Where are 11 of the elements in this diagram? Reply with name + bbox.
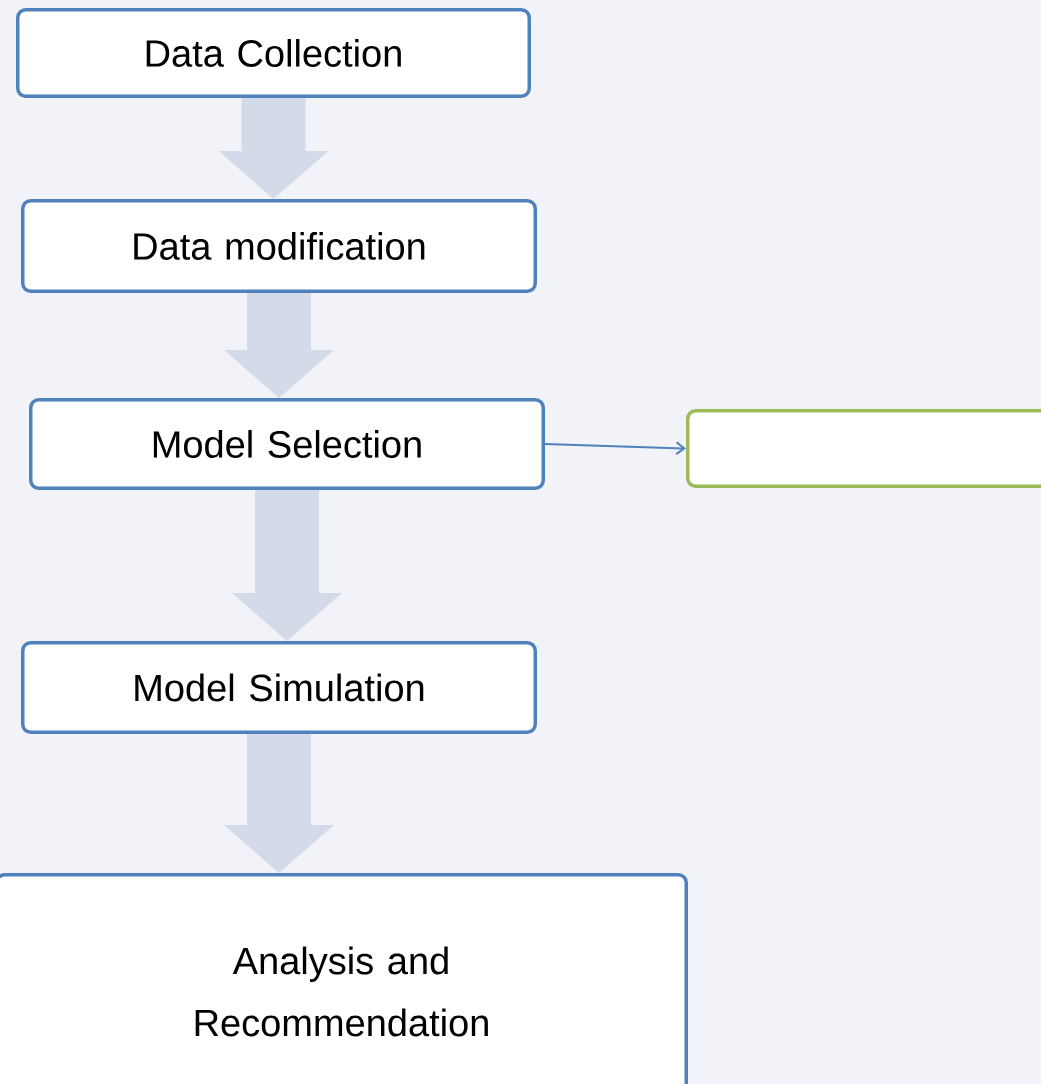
block-arrow [232,490,342,641]
empty-box [686,409,1041,488]
arrow [544,441,686,456]
process-box: Data Collection [16,8,531,98]
block-arrow [224,293,334,398]
process-box: Model Selection [29,398,545,490]
block-arrow [224,734,334,873]
process-box: Data modification [21,199,537,293]
block-arrow [218,98,329,199]
process-box: Model Simulation [21,641,537,734]
process-box: Analysis and Recommendation [0,873,688,1084]
